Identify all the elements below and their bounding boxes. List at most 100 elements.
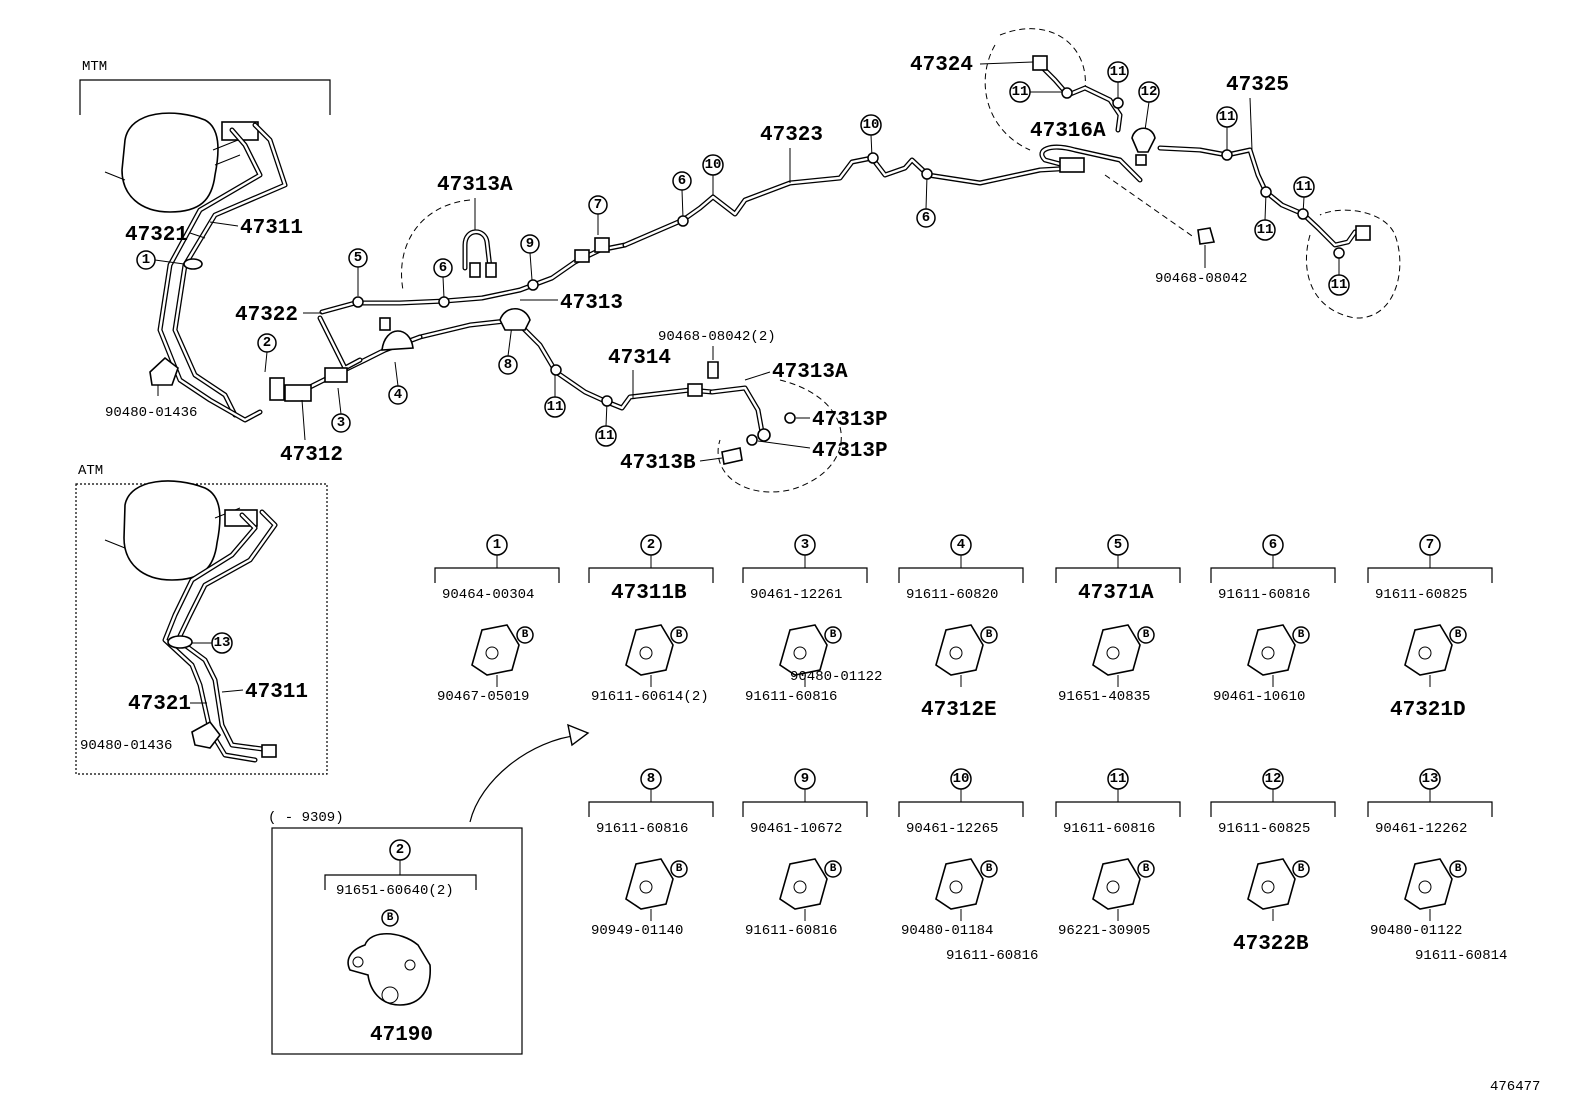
label-47311-mtm: 47311 xyxy=(240,217,303,240)
callout-11d: 11 xyxy=(1107,61,1129,83)
label-47313A-top: 47313A xyxy=(437,174,513,197)
svg-text:B: B xyxy=(830,629,837,641)
callout-3: 3 xyxy=(331,413,351,433)
clip-11a xyxy=(550,364,562,376)
atm-label: ATM xyxy=(78,463,103,479)
valve-47312-left xyxy=(269,377,285,401)
label-90468-08042: 90468-08042 xyxy=(1155,271,1247,287)
clip-6c xyxy=(921,168,933,180)
detail-bottom-part: 96221-30905 xyxy=(1058,923,1150,939)
callout-11h: 11 xyxy=(1328,274,1350,296)
detail-top-part: 90461-12265 xyxy=(906,821,998,837)
clip-6b xyxy=(677,215,689,227)
svg-text:B: B xyxy=(1298,629,1305,641)
label-47312: 47312 xyxy=(280,444,343,467)
svg-text:6: 6 xyxy=(922,210,930,226)
junction-47190 xyxy=(347,933,431,1006)
callout-9: 9 xyxy=(520,234,540,254)
detail-top-part: 91611-60825 xyxy=(1218,821,1310,837)
detail-bracket xyxy=(742,567,868,583)
svg-text:6: 6 xyxy=(678,173,686,189)
bolt-47313B xyxy=(721,447,743,465)
bolt-mark: B xyxy=(1449,860,1467,878)
svg-text:12: 12 xyxy=(1141,84,1158,100)
detail-part-drawing xyxy=(935,624,984,676)
clip-90468-08042 xyxy=(1197,227,1216,245)
callout-4: 4 xyxy=(388,385,408,405)
label-91651-60640-2: 91651-60640(2) xyxy=(336,883,454,899)
main-pipe-run xyxy=(269,152,1078,411)
clip-6a xyxy=(438,296,450,308)
hose-47316A xyxy=(1059,157,1085,173)
bolt-mark: B xyxy=(1137,626,1155,644)
callout-6b: 6 xyxy=(672,171,692,191)
clip-11f xyxy=(1297,208,1309,220)
svg-text:B: B xyxy=(986,629,993,641)
label-47314: 47314 xyxy=(608,347,671,370)
master-cylinder-atm xyxy=(123,480,221,581)
callout-11a: 11 xyxy=(544,396,566,418)
detail-callout-number: 4 xyxy=(957,537,965,553)
detail-part-drawing xyxy=(779,858,828,910)
detail-part-drawing xyxy=(1092,858,1141,910)
callout-12: 12 xyxy=(1138,81,1160,103)
callout-11e: 11 xyxy=(1216,106,1238,128)
detail-bracket xyxy=(1210,801,1336,817)
callout-1: 1 xyxy=(136,250,156,270)
detail-rear-right: 47325 xyxy=(1157,74,1401,319)
svg-text:8: 8 xyxy=(504,357,512,373)
label-47321-mtm: 47321 xyxy=(125,224,188,247)
bolt-mark: B xyxy=(824,860,842,878)
svg-text:9: 9 xyxy=(526,236,534,252)
atm-box xyxy=(75,483,328,775)
master-cylinder-mtm xyxy=(121,112,219,213)
atm-section: ATM 13 47321 47311 90480-01436 xyxy=(75,463,328,775)
atm-fitting xyxy=(261,744,277,758)
detail-top-part: 91611-60816 xyxy=(1218,587,1310,603)
detail-bottom-part: 90480-01184 xyxy=(901,923,993,939)
detail-bottom-part: 47312E xyxy=(921,699,997,722)
detail-part-drawing xyxy=(1404,624,1453,676)
svg-text:B: B xyxy=(676,863,683,875)
label-90468-08042-2: 90468-08042(2) xyxy=(658,329,776,345)
label-47321-atm: 47321 xyxy=(128,693,191,716)
detail-part-drawing xyxy=(471,624,520,676)
detail-bottom-part: 90461-10610 xyxy=(1213,689,1305,705)
detail-47313A-top: 47313A xyxy=(401,174,513,291)
clip-11e xyxy=(1221,149,1233,161)
svg-text:5: 5 xyxy=(354,250,362,266)
union-7 xyxy=(594,237,610,253)
detail-part-drawing xyxy=(625,858,674,910)
detail-callout-number: 8 xyxy=(647,771,655,787)
mtm-section: MTM 47321 47311 90480-01436 xyxy=(79,59,331,423)
bolt-mark: B xyxy=(824,626,842,644)
tee-12 xyxy=(1131,127,1156,153)
callout-11g: 11 xyxy=(1254,219,1276,241)
clip-11h xyxy=(1333,247,1345,259)
bolt-mark: B xyxy=(980,626,998,644)
clip-5 xyxy=(352,296,364,308)
svg-text:B: B xyxy=(387,912,394,924)
svg-text:1: 1 xyxy=(142,252,150,268)
svg-text:B: B xyxy=(1143,629,1150,641)
label-47313A-mid: 47313A xyxy=(772,361,848,384)
mtm-bracket xyxy=(79,79,331,115)
valve-47312 xyxy=(284,384,312,402)
detail-top-part: 91611-60820 xyxy=(906,587,998,603)
detail-part-drawing xyxy=(935,858,984,910)
detail-top-part: 47311B xyxy=(611,582,687,605)
detail-bracket xyxy=(588,801,714,817)
detail-callout-number: 2 xyxy=(647,537,655,553)
clamp-13-atm xyxy=(167,635,193,649)
svg-text:4: 4 xyxy=(394,387,402,403)
svg-text:B: B xyxy=(830,863,837,875)
clamp-1-mtm xyxy=(183,258,203,270)
clamp-4 xyxy=(381,330,414,351)
detail-bottom-part: 91611-60816 xyxy=(745,923,837,939)
clip-90468-08042-2 xyxy=(707,361,719,379)
